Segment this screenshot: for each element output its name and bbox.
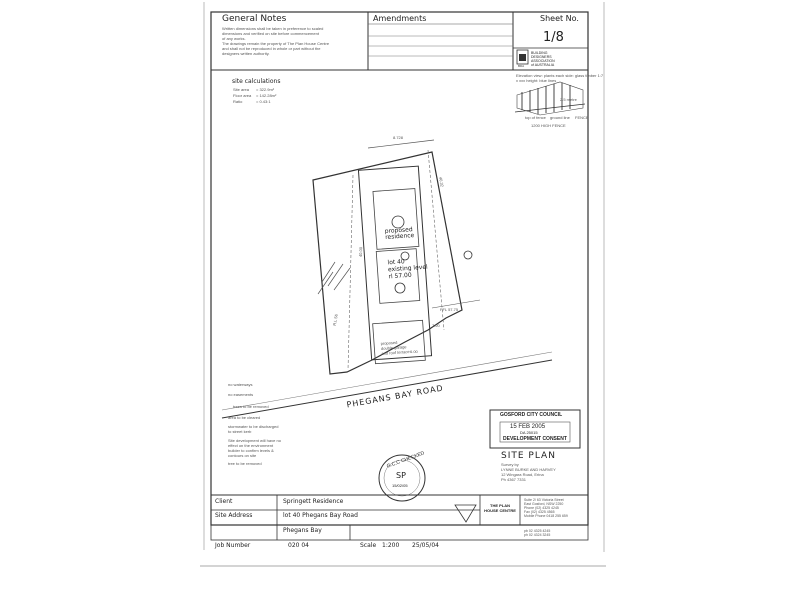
company-contact: Suite 2/ 63 Victoria Street [524, 498, 564, 502]
site-calc-value: = 142.28m² [256, 93, 277, 98]
company-contact: East Gosford, NSW 2250 [524, 502, 564, 506]
checked-stamp-date: 15/02/05 [392, 483, 408, 488]
gcc-checked-stamp [378, 454, 426, 502]
site-calc-label: Ratio [233, 99, 243, 104]
side-dimension: 40.00 [357, 246, 364, 258]
site-address-value: lot 40 Phegans Bay Road [283, 512, 358, 519]
side-dimension: 40.32 [438, 176, 445, 188]
site-note: area to be cleared [228, 415, 261, 420]
sheet-number-heading: Sheet No. [540, 14, 579, 23]
site-note: to street kerb [228, 429, 252, 434]
company-contact: Fax (02) 4325 4565 [524, 510, 555, 514]
association-name: BUILDING DESIGNERS ASSOCIATION of AUSTRA… [531, 51, 555, 67]
site-calculations-heading: site calculations [232, 78, 281, 85]
general-notes-heading: General Notes [222, 14, 287, 24]
fence-note: Elevation view: plants each side: glass … [516, 73, 604, 78]
survey-line: Ph 4367 7331 [501, 477, 526, 482]
site-calc-value: = 0.43:1 [256, 99, 271, 104]
client-value: Springett Residence [283, 498, 344, 505]
company-logo: THE PLAN HOUSE CENTRE [484, 503, 516, 513]
site-plan-heading: SITE PLAN [501, 451, 556, 461]
general-notes-line: designers written authority. [222, 51, 270, 56]
survey-line: 12 Wingara Road, Erina [501, 472, 544, 477]
development-consent-stamp [489, 409, 581, 449]
fence-detail-sketch [514, 81, 586, 116]
fence-label: top of fence [525, 115, 546, 120]
fence-label: FENCE [575, 115, 589, 120]
site-plan-drawing [221, 139, 553, 419]
consent-date: 15 FEB 2005 [510, 424, 546, 430]
company-contact: ph 02 4324 3245 [524, 533, 551, 537]
dimension-top: 8.728 [393, 135, 404, 140]
general-notes-line: Written dimensions shall be taken in pre… [222, 26, 324, 31]
consent-council: GOSFORD CITY COUNCIL [500, 412, 563, 418]
general-notes-line: The drawings remain the property of The … [222, 41, 330, 46]
association-logo-text: BDA [518, 64, 525, 68]
scale-label: Scale [360, 542, 377, 549]
site-note: Site development will have no [228, 438, 281, 443]
fence-caption: 1200 HIGH FENCE [531, 123, 566, 128]
company-contact: pb 02 4325 4245 [524, 529, 551, 533]
association-logo [516, 49, 529, 65]
garage-label: proposed double garage and roof terrace [380, 339, 410, 356]
sheet-number: 1/8 [543, 30, 564, 45]
site-calc-label: Floor area [233, 93, 252, 98]
site-note: no waterways [228, 382, 253, 387]
site-address-label: Site Address [215, 512, 253, 519]
title-block-lines [210, 494, 589, 541]
site-note: no easements [228, 392, 254, 397]
consent-title: DEVELOPMENT CONSENT [503, 436, 567, 442]
company-contact: Phone (02) 4325 4245 [524, 506, 559, 510]
company-contact: Mobile Phone 0418 255 659 [524, 514, 568, 518]
site-note: trees to be removed [233, 404, 269, 409]
drawing-date: 25/05/04 [412, 542, 439, 549]
fence-label: ground line [550, 115, 570, 120]
site-note: effect on the environment [228, 443, 274, 448]
site-calc-value: = 322.9m² [256, 87, 275, 92]
survey-line: Survey by [501, 462, 519, 467]
checked-stamp-sign: SP [396, 471, 406, 480]
general-notes-line: dimensions and verified on site before c… [222, 31, 319, 36]
job-number-label: Job Number [215, 542, 251, 549]
side-dimension: 6.00 [410, 349, 418, 354]
site-note: tree to be removed [228, 461, 262, 466]
client-label: Client [215, 498, 233, 505]
site-note: stormwater to be discharged [228, 424, 279, 429]
site-note: builder to confirm levels & [228, 448, 274, 453]
scale-value: 1:200 [382, 542, 400, 549]
site-address-suburb: Phegans Bay [283, 527, 322, 534]
side-dimension: 7.20 [432, 323, 440, 328]
survey-line: LYNNE BURKE AND HARVEY [501, 467, 556, 472]
residence-label: proposed residence [384, 226, 415, 242]
job-number-value: 020 04 [288, 542, 309, 549]
level-label: FFL 57.75 [440, 307, 459, 312]
general-notes-line: and shall not be reproduced in whole or … [222, 46, 321, 51]
amendments-heading: Amendments [373, 14, 427, 23]
consent-reference: DA 25015 [520, 430, 538, 435]
fence-note: x xxx height: blue lines [516, 78, 557, 83]
fence-label: 2.5 metre [560, 97, 577, 102]
general-notes-line: of any works. [222, 36, 246, 41]
site-calc-label: Site area [233, 87, 250, 92]
lot-label: lot 40 existing level rl 57.00 [387, 258, 428, 281]
site-note: contours on site [228, 453, 257, 458]
